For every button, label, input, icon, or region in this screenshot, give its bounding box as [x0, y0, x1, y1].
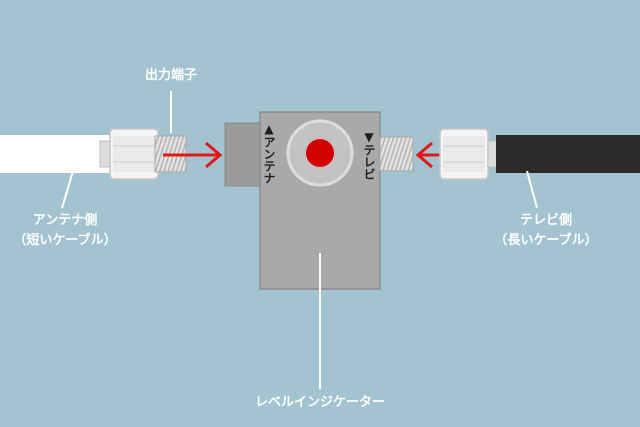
level-indicator-label: レベルインジケーター	[254, 395, 385, 410]
antenna-cable	[0, 135, 112, 173]
tv-f-connector	[439, 128, 499, 180]
tv-side-label: テレビ側 （長いケーブル）	[488, 211, 604, 251]
antenna-side-text: アンテナ側	[32, 213, 98, 228]
antenna-port-block	[224, 122, 266, 187]
antenna-cable-text: （短いケーブル）	[13, 233, 117, 248]
output-terminal-label: 出力端子	[144, 68, 197, 83]
tv-cable	[496, 135, 640, 173]
tv-port-thread	[379, 136, 414, 172]
antenna-side-pointer	[61, 170, 74, 209]
tv-port-label: ▼テレビ	[362, 130, 376, 180]
tv-side-text: テレビ側	[519, 213, 572, 228]
antenna-port-label: ▲アンテナ	[262, 122, 276, 184]
antenna-f-connector	[99, 128, 187, 180]
tv-cable-text: （長いケーブル）	[494, 233, 598, 248]
insert-arrow-left	[163, 141, 223, 169]
tv-side-pointer	[526, 170, 538, 209]
indicator-lamp	[306, 139, 334, 167]
antenna-side-label: アンテナ側 （短いケーブル）	[10, 211, 120, 251]
